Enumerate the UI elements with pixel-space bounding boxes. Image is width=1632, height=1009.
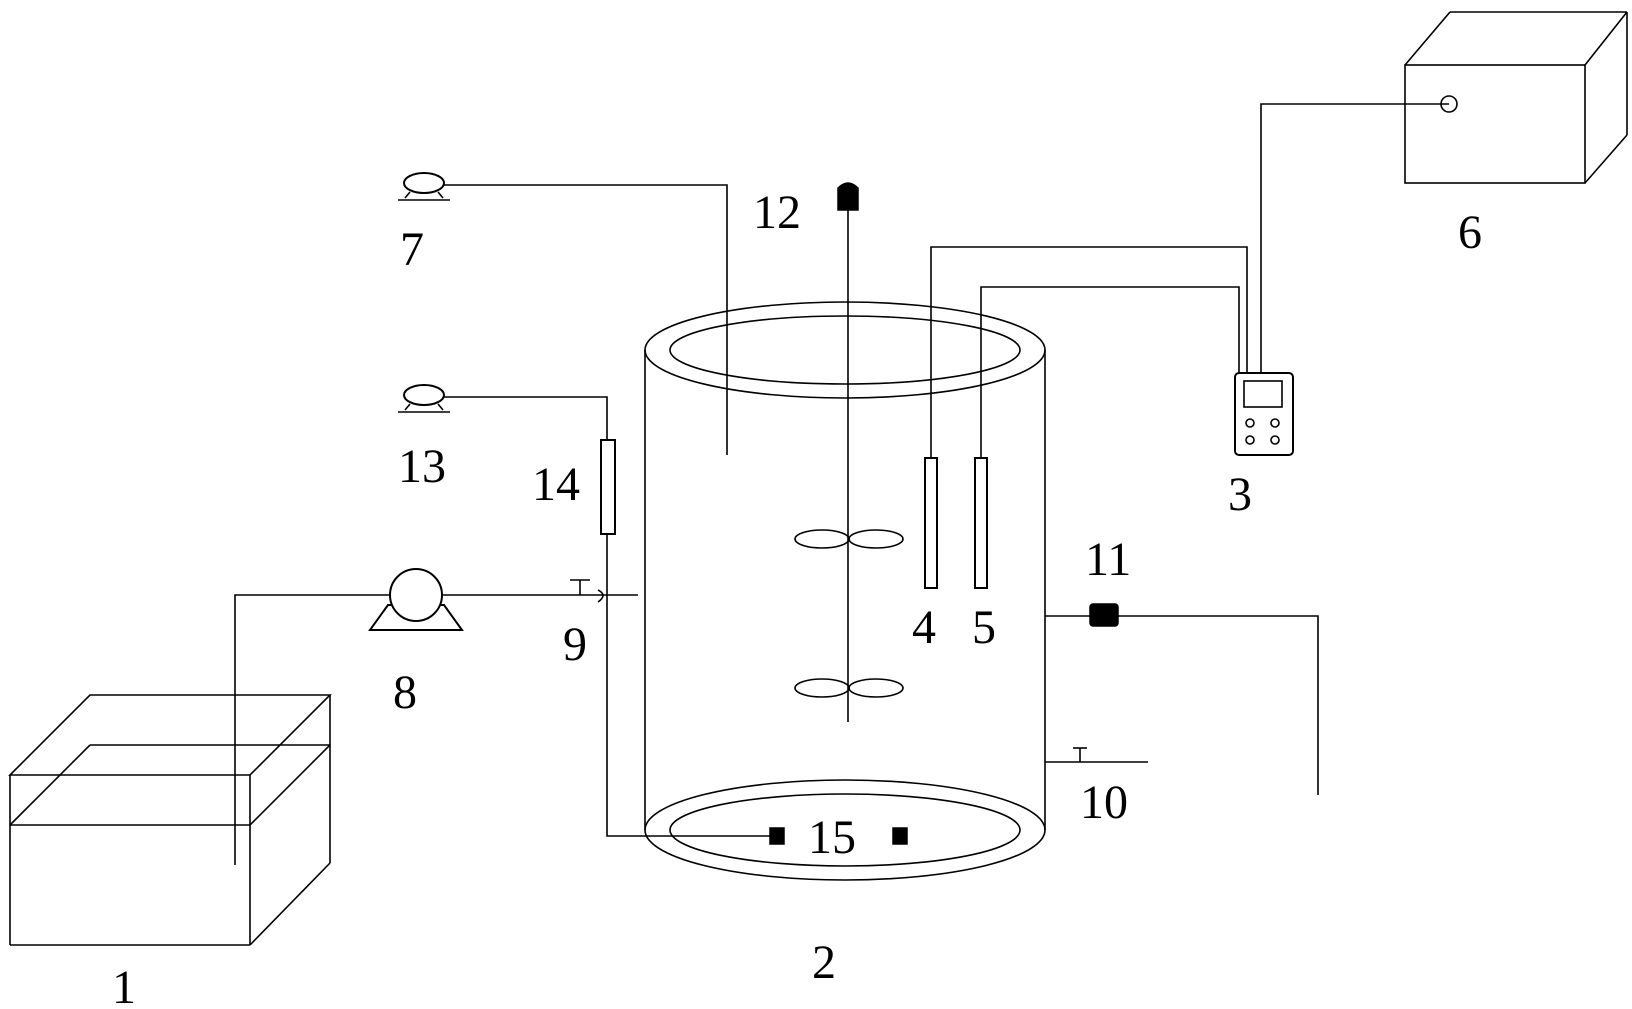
label-3: 3 bbox=[1228, 468, 1252, 521]
computer bbox=[1404, 11, 1628, 184]
label-14: 14 bbox=[532, 458, 580, 511]
flowmeter bbox=[600, 439, 616, 535]
feed-tank bbox=[8, 694, 332, 946]
outlet-pump bbox=[1045, 603, 1319, 795]
label-8: 8 bbox=[393, 666, 417, 719]
stirrer bbox=[794, 182, 904, 722]
label-4: 4 bbox=[912, 601, 936, 654]
aeration-pipe bbox=[606, 534, 775, 837]
reactor bbox=[644, 301, 1046, 881]
label-1: 1 bbox=[112, 961, 136, 1009]
meter bbox=[1234, 103, 1449, 456]
label-13: 13 bbox=[398, 440, 446, 493]
probe-4 bbox=[924, 246, 1248, 589]
probe-5 bbox=[974, 286, 1240, 589]
label-10: 10 bbox=[1080, 776, 1128, 829]
drain-valve bbox=[1045, 747, 1148, 763]
label-11: 11 bbox=[1085, 533, 1131, 586]
feed-pipe bbox=[234, 594, 390, 865]
gas-source-13 bbox=[398, 384, 608, 440]
diffusers bbox=[769, 827, 908, 845]
label-5: 5 bbox=[972, 601, 996, 654]
feed-pump bbox=[368, 568, 464, 631]
gas-source-7 bbox=[398, 172, 728, 455]
label-2: 2 bbox=[812, 936, 836, 989]
label-12: 12 bbox=[753, 186, 801, 239]
label-6: 6 bbox=[1458, 206, 1482, 259]
label-7: 7 bbox=[400, 223, 424, 276]
label-9: 9 bbox=[563, 618, 587, 671]
inlet-valve bbox=[570, 579, 604, 603]
label-15: 15 bbox=[808, 811, 856, 864]
